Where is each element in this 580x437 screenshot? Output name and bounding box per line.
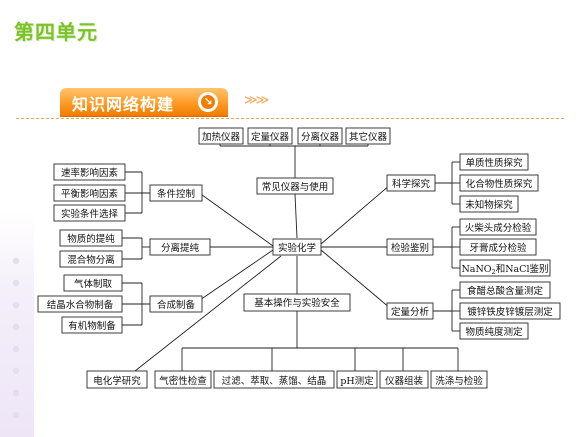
nitrite-suffix: 和NaCl鉴别 — [496, 263, 549, 275]
node-vinegar: 食醋总酸含量测定 — [467, 285, 544, 297]
node-vinegar-box — [459, 281, 551, 299]
node-filtration: 过滤、萃取、蒸馏、结晶 — [222, 375, 327, 387]
edge-center-condition — [197, 191, 274, 247]
node-equilibrium-factors-box — [53, 184, 126, 202]
node-nitrite-identification: NaNO2和NaCl鉴别 — [461, 263, 548, 276]
node-compound-property-box — [459, 174, 539, 192]
edge-center-electrochem — [134, 255, 282, 372]
node-boxes: 加热仪器 定量仪器 分离仪器 其它仪器 常见仪器与使用 实验化学 速率影响因素 … — [37, 127, 561, 389]
node-separating-box — [297, 127, 343, 145]
node-hydrate-preparation-box — [37, 295, 123, 313]
node-measuring: 定量仪器 — [251, 131, 290, 143]
node-washing-box — [430, 370, 488, 389]
node-synthesis-preparation: 合成制备 — [157, 299, 196, 311]
node-common-instruments: 常见仪器与使用 — [262, 181, 329, 193]
node-airtightness-box — [154, 370, 212, 389]
node-other-instruments: 其它仪器 — [349, 131, 388, 143]
nitrite-prefix: NaNO — [461, 264, 491, 275]
node-electrochemistry: 电化学研究 — [93, 375, 141, 387]
node-other-instruments-box — [345, 127, 391, 145]
node-quantitative-analysis-box — [386, 302, 434, 320]
nitrite-subscript: 2 — [492, 268, 496, 276]
node-organic-preparation: 有机物制备 — [68, 320, 116, 332]
node-unknown-inquiry: 未知物探究 — [465, 199, 513, 211]
node-airtightness: 气密性检查 — [159, 375, 207, 387]
banner-dashed-line — [16, 118, 564, 119]
node-match-head: 火柴头成分检验 — [465, 222, 532, 234]
left-dot-pattern — [8, 250, 24, 420]
node-match-head-box — [459, 218, 537, 236]
node-electrochemistry-box — [86, 370, 148, 389]
section-banner: 知识网络构建 ↘ — [60, 88, 228, 116]
node-filtration-box — [213, 370, 335, 389]
node-quantitative-analysis: 定量分析 — [391, 306, 430, 318]
node-gas-preparation-box — [63, 274, 123, 292]
node-assembly-box — [379, 370, 429, 389]
node-substance-purification: 物质的提纯 — [67, 233, 115, 245]
connector-lines — [122, 140, 460, 372]
node-galvanized-box — [459, 302, 561, 320]
node-purity: 物质纯度测定 — [465, 326, 523, 338]
node-galvanized: 镀锌铁皮锌镀层测定 — [467, 306, 553, 318]
node-separation-purification: 分离提纯 — [161, 242, 200, 254]
node-common-instruments-box — [256, 177, 334, 195]
node-nitrite-box — [459, 259, 551, 277]
node-condition-control-box — [149, 184, 203, 202]
node-synthesis-preparation-box — [149, 295, 203, 313]
node-separating: 分离仪器 — [301, 131, 340, 143]
edge-center-quantitative — [320, 249, 391, 309]
node-test-identification-box — [386, 238, 434, 256]
node-element-property-box — [459, 153, 529, 171]
node-condition-selection-box — [53, 204, 126, 222]
center-node: 实验化学 — [278, 242, 316, 254]
node-hydrate-preparation: 结晶水合物制备 — [47, 299, 114, 311]
unit-title: 第四单元 — [14, 20, 98, 44]
node-element-property: 单质性质探究 — [465, 157, 523, 169]
banner-title: 知识网络构建 — [72, 95, 175, 114]
node-substance-purification-box — [59, 229, 123, 247]
node-condition-control: 条件控制 — [157, 188, 195, 200]
node-equilibrium-factors: 平衡影响因素 — [61, 188, 119, 200]
node-basic-operations: 基本操作与实验安全 — [254, 297, 340, 309]
node-toothpaste-box — [459, 238, 537, 256]
node-test-identification: 检验鉴别 — [391, 242, 429, 254]
node-heating-box — [198, 127, 244, 145]
node-scientific-inquiry-box — [386, 174, 436, 192]
node-organic-preparation-box — [61, 316, 123, 334]
center-node-box — [272, 238, 322, 256]
node-mixture-separation-box — [59, 250, 123, 268]
node-rate-factors-box — [53, 163, 126, 181]
edge-center-synthesis — [199, 249, 274, 301]
node-ph-measure: pH测定 — [340, 375, 374, 387]
node-measuring-box — [247, 127, 293, 145]
node-scientific-inquiry: 科学探究 — [392, 178, 431, 190]
node-gas-preparation: 气体制取 — [74, 278, 113, 290]
edge-common-center — [294, 193, 298, 239]
node-assembly: 仪器组装 — [385, 375, 424, 387]
node-compound-property: 化合物性质探究 — [466, 178, 533, 190]
node-purity-box — [459, 322, 529, 340]
node-washing: 洗涤与检验 — [435, 375, 483, 387]
node-ph-measure-box — [336, 370, 378, 389]
node-separation-purification-box — [149, 238, 211, 256]
node-basic-operations-box — [243, 293, 351, 312]
node-mixture-separation: 混合物分离 — [67, 254, 115, 266]
node-toothpaste: 牙膏成分检验 — [469, 242, 527, 254]
double-chevron-right-icon: ≫≫ — [244, 93, 269, 108]
node-rate-factors: 速率影响因素 — [61, 167, 119, 179]
edge-center-inquiry — [320, 184, 391, 245]
node-heating: 加热仪器 — [202, 131, 241, 143]
node-unknown-inquiry-box — [459, 195, 519, 213]
node-condition-selection: 实验条件选择 — [61, 208, 119, 220]
arrow-circle-icon: ↘ — [198, 92, 218, 112]
